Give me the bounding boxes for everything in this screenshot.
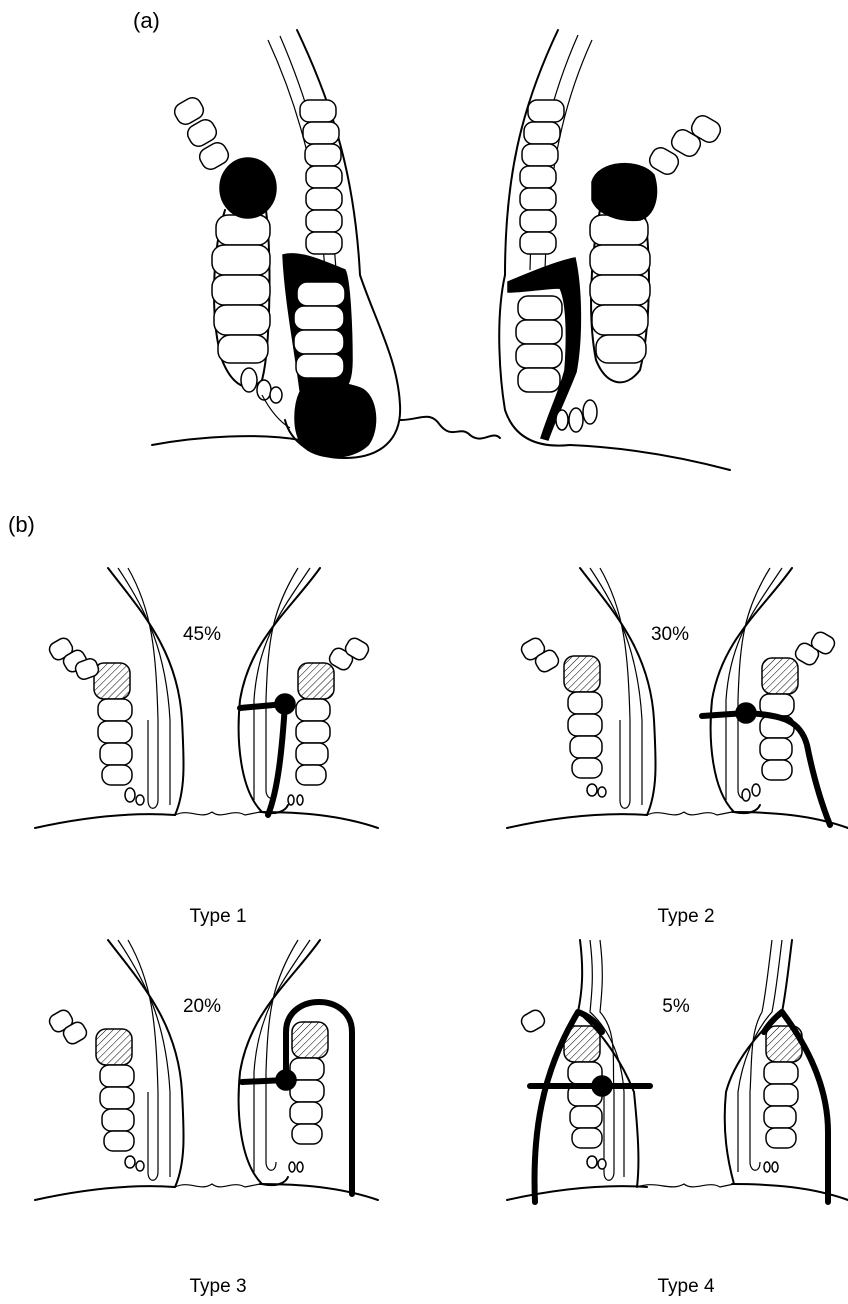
type-3-diagram — [35, 940, 378, 1200]
panel-a-right-view — [499, 30, 730, 470]
type-4-diagram — [507, 940, 848, 1202]
type-2-diagram — [507, 568, 848, 828]
type-1-diagram — [35, 568, 378, 828]
panel-a-left-view — [152, 30, 400, 458]
levator-segments-a-left — [300, 100, 342, 254]
